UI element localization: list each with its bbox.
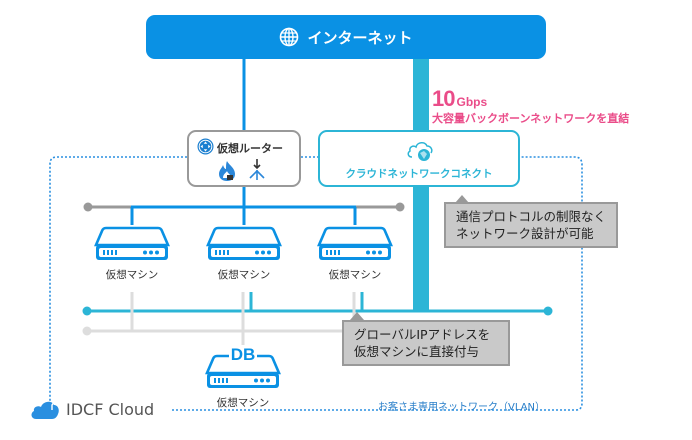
note-protocol-line-1: 通信プロトコルの制限なく — [456, 209, 607, 224]
idcf-cloud-logo: IDCF Cloud — [30, 398, 154, 420]
server-icon — [317, 226, 393, 260]
note-protocol: 通信プロトコルの制限なく ネットワーク設計が可能 — [444, 202, 618, 248]
global-line-end-left — [82, 306, 92, 316]
internet-node: インターネット — [146, 15, 546, 59]
global-line-end-right — [543, 306, 553, 316]
cloud-network-connect-node: クラウドネットワークコネクト — [318, 130, 520, 187]
router-title: 仮想ルーター — [217, 142, 283, 155]
globe-icon — [280, 27, 299, 47]
db-badge: DB — [231, 345, 256, 364]
db-line-end-left — [82, 326, 92, 336]
db-virtual-machine: DB 仮想マシン — [203, 343, 283, 410]
cloud-connect-label: クラウドネットワークコネクト — [345, 168, 493, 180]
vlan-boundary-bottom — [172, 156, 583, 411]
backbone-description: 大容量バックボーンネットワークを直結 — [432, 112, 630, 125]
vm-label: 仮想マシン — [217, 269, 271, 281]
virtual-machine-3: 仮想マシン — [315, 225, 395, 282]
vm-label: 仮想マシン — [328, 269, 382, 281]
vlan-boundary — [43, 156, 187, 411]
db-vm-label: 仮想マシン — [216, 397, 270, 409]
db-server-icon: DB — [205, 345, 281, 388]
virtual-router-node: 仮想ルーター — [187, 130, 301, 187]
note-global-line-2: 仮想マシンに直接付与 — [354, 344, 480, 359]
vlan-label: お客さま専用ネットワーク（VLAN） — [378, 402, 545, 413]
cloud-logo-icon — [31, 400, 59, 419]
vm-label: 仮想マシン — [105, 269, 159, 281]
speed-value: 10 — [432, 86, 456, 111]
private-line-end-right — [395, 202, 405, 212]
note-global-ip: グローバルIPアドレスを 仮想マシンに直接付与 — [342, 320, 510, 366]
logo-text: IDCF Cloud — [66, 399, 155, 419]
note-global-pointer — [350, 312, 364, 320]
firewall-icon — [219, 161, 235, 181]
virtual-machine-2: 仮想マシン — [204, 225, 284, 282]
note-protocol-line-2: ネットワーク設計が可能 — [456, 226, 594, 241]
cloud-globe-icon — [407, 142, 433, 161]
note-protocol-pointer — [455, 195, 469, 203]
private-line-end-left — [83, 202, 93, 212]
internet-label: インターネット — [307, 28, 413, 47]
load-balancer-icon — [249, 159, 265, 180]
server-icon — [94, 226, 170, 260]
speed-unit: Gbps — [456, 95, 488, 109]
router-icon — [197, 138, 214, 155]
virtual-machine-1: 仮想マシン — [92, 225, 172, 282]
server-icon — [206, 226, 282, 260]
note-global-line-1: グローバルIPアドレスを — [354, 327, 491, 342]
